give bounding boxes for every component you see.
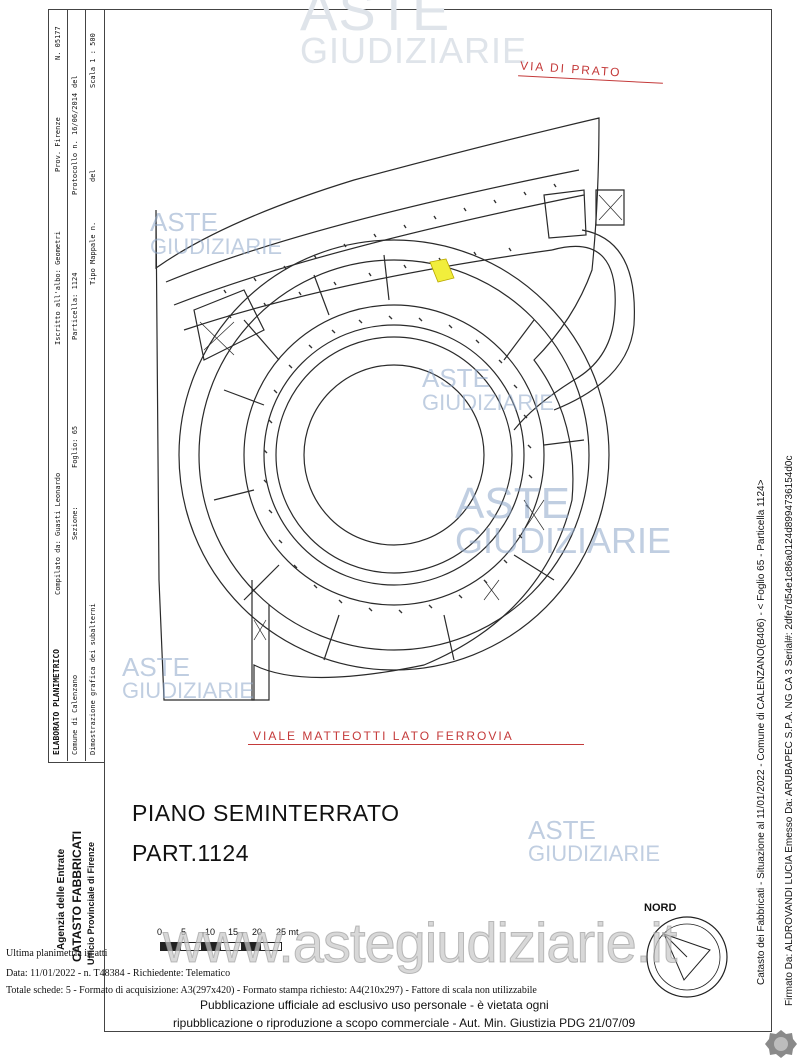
plan-title-line2: PART.1124 xyxy=(132,840,250,866)
watermark-aste-4: ASTE xyxy=(122,652,190,682)
scale-label-20: 20 xyxy=(252,927,263,937)
watermark-giudiziarie-3: GIUDIZIARIE xyxy=(455,520,672,561)
scale-label-15: 15 xyxy=(228,927,239,937)
header-foglio: Foglio: 65 xyxy=(71,425,79,468)
header-protocol: Protocollo n. xyxy=(71,140,79,195)
footer-notice1: Pubblicazione ufficiale ad esclusivo uso… xyxy=(200,998,549,1012)
side-firmato: Firmato Da: ALDROVANDI LUCIA Emesso Da: … xyxy=(784,455,795,1007)
watermark-aste-3: ASTE xyxy=(455,479,570,528)
watermark-giudiziarie-1: GIUDIZIARIE xyxy=(150,234,283,259)
watermark-giudiziarie-4: GIUDIZIARIE xyxy=(122,678,255,703)
side-catasto: Catasto dei Fabbricati - Situazione al 1… xyxy=(756,479,767,985)
header-dimostrazione: Dimostrazione grafica dei subalterni xyxy=(89,603,97,755)
north-label: NORD xyxy=(644,902,677,914)
watermark-giudiziarie-5: GIUDIZIARIE xyxy=(528,841,661,866)
drawing-frame xyxy=(104,9,772,1032)
scale-bar xyxy=(160,942,282,951)
watermark-giudiziarie-2: GIUDIZIARIE xyxy=(422,390,555,415)
website-watermark: www.astegiudiziarie.it xyxy=(162,911,677,975)
floor-plan xyxy=(155,117,636,701)
agency-line2: CATASTO FABBRICATI xyxy=(70,830,84,962)
scale-label-10: 10 xyxy=(205,927,216,937)
scale-label-0: 0 xyxy=(157,927,163,937)
watermark-aste-2: ASTE xyxy=(422,363,490,393)
header-comune: Comune di Calenzano xyxy=(71,674,79,755)
header-scala: Scala 1 : 500 xyxy=(89,33,97,88)
plan-title-line1: PIANO SEMINTERRATO xyxy=(132,800,400,826)
header-prov: Prov. Firenze xyxy=(54,117,62,172)
watermark-aste-1: ASTE xyxy=(150,207,218,237)
footer-line3: Totale schede: 5 - Formato di acquisizio… xyxy=(6,985,537,996)
header-strip xyxy=(48,9,105,763)
watermark-aste-5: ASTE xyxy=(528,815,596,845)
seal-icon xyxy=(765,1030,797,1058)
footer-notice2: ripubblicazione o riproduzione a scopo c… xyxy=(173,1016,636,1030)
street-bottom: VIALE MATTEOTTI LATO FERROVIA xyxy=(253,729,514,743)
scale-label-25: 25 mt xyxy=(276,927,299,937)
watermark-giudiziarie-top: GIUDIZIARIE xyxy=(300,30,528,71)
header-del2: del xyxy=(89,169,97,182)
agency-line1: Agenzia delle Entrate xyxy=(56,848,67,950)
header-tipo-mappale: Tipo Mappale n. xyxy=(89,221,97,285)
header-del1: del xyxy=(71,75,79,88)
header-registered: Iscritto all'albo: Geometri xyxy=(54,231,62,345)
scale-label-5: 5 xyxy=(181,927,187,937)
header-compiled-by: Compilato da: Guasti Leonardo xyxy=(54,472,62,595)
header-sezione: Sezione: xyxy=(71,506,79,540)
north-arrow-icon xyxy=(646,916,728,998)
footer-line2: Data: 11/01/2022 - n. T48384 - Richieden… xyxy=(6,968,231,979)
footer-line1: Ultima planimetria in atti xyxy=(6,948,108,959)
agency-line3: Ufficio Provinciale di Firenze xyxy=(86,841,96,965)
watermark-aste-top: ASTE xyxy=(300,0,451,42)
header-title: ELABORATO PLANIMETRICO xyxy=(52,649,61,755)
header-protocol-date: 16/06/2014 xyxy=(71,92,79,135)
header-particella: Particella: 1124 xyxy=(71,272,79,340)
highlighted-unit xyxy=(429,258,455,283)
header-number: N. 05177 xyxy=(54,26,62,60)
